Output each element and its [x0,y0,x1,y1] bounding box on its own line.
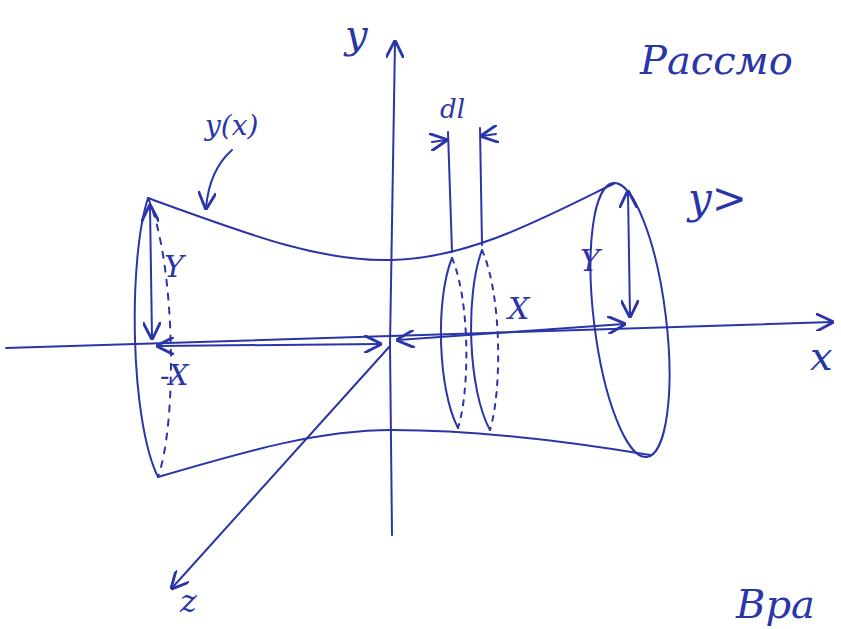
left-rim [135,198,158,477]
note-text: Вра [736,584,815,624]
dl-arrow-right [482,134,496,136]
profile-top [148,183,615,260]
left-rim-hidden [148,198,171,477]
ring-2 [471,250,490,430]
left-x-dim [158,344,380,346]
dl-arrow-left [432,140,446,142]
x-axis [6,322,832,348]
y-axis [390,42,395,535]
dimension-label: dl [440,96,465,122]
axis-label: z [180,585,197,617]
right-x-dim [398,324,624,340]
axis-label: x [810,336,833,376]
left-y-dim [150,206,152,338]
profile-bottom [158,430,650,477]
ring-1 [441,258,458,428]
dimension-label: X [508,294,529,324]
yx-leader [206,150,232,208]
z-axis [172,346,390,588]
dl-tick-right [480,128,482,245]
dimension-label: Y [164,252,184,282]
note-text: y> [688,178,747,220]
axis-label: y [345,14,368,54]
right-y-dim [628,192,630,316]
curve-label: y(x) [205,112,258,140]
ring-2-hidden [482,250,498,430]
ring-1-hidden [452,258,466,428]
dimension-label: -X [160,362,188,390]
dimension-label: Y [580,246,600,276]
dl-tick-left [448,132,452,252]
heading-text: Рассмо [640,40,793,80]
right-rim [577,179,682,462]
